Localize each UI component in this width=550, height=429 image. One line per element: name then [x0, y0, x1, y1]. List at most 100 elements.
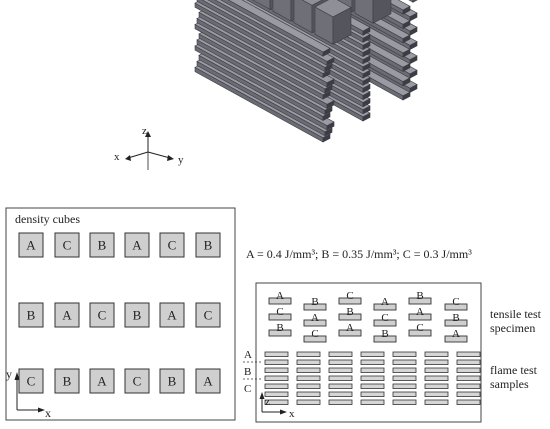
tensile-specimen: A [268, 290, 292, 305]
tensile-specimen: A [408, 306, 432, 321]
tensile-specimen-label: C [381, 312, 388, 324]
flame-sample-bar [328, 399, 353, 405]
flame-sample-bar [392, 399, 417, 405]
density-cube: C [124, 368, 150, 394]
density-cube-box [195, 302, 221, 328]
density-cube-box [159, 368, 185, 394]
tensile-specimen: B [408, 290, 432, 305]
tensile-specimen-bar [338, 313, 362, 321]
flame-sample-bar [264, 375, 289, 381]
flame-sample-bar [392, 383, 417, 389]
tensile-specimen: C [408, 322, 432, 337]
tensile-specimen-bar [268, 329, 292, 337]
density-cube-box [195, 368, 221, 394]
flame-sample-bar [360, 367, 385, 373]
density-cube-3d [408, 0, 418, 3]
density-cube-label: B [168, 374, 177, 389]
flame-test-label: flame test samples [490, 363, 540, 391]
flame-row-label: B [244, 366, 251, 378]
flame-sample-bar [328, 367, 353, 373]
flame-sample-bar [360, 391, 385, 397]
density-cube-box [54, 232, 80, 258]
density-axis-y-arrow [14, 372, 20, 380]
iso-axis-x-label: x [114, 151, 120, 163]
density-cube: C [18, 368, 44, 394]
density-panel-title: density cubes [15, 212, 80, 226]
density-cube: A [195, 368, 221, 394]
flame-sample-bar [264, 359, 289, 365]
density-cube: B [18, 302, 44, 328]
density-cube-box [89, 368, 115, 394]
flame-sample-bar [360, 351, 385, 357]
tensile-specimen: C [444, 296, 468, 311]
density-cube-label: A [167, 308, 177, 323]
tensile-specimen: B [444, 312, 468, 327]
density-cube-label: C [204, 308, 213, 323]
density-cube-label: B [63, 374, 72, 389]
tensile-specimen-bar [373, 319, 397, 327]
density-cube: B [195, 232, 221, 258]
specimen-axis-x-arrow [280, 409, 287, 415]
iso-axis-triad: z x y [114, 125, 184, 170]
flame-sample-bar [424, 375, 449, 381]
tensile-specimen-bar [303, 319, 327, 327]
flame-sample-bar [296, 391, 321, 397]
flame-sample-bar [264, 367, 289, 373]
flame-sample-bar [392, 391, 417, 397]
density-cube-label: B [133, 308, 142, 323]
tensile-specimen-label: C [416, 322, 423, 334]
density-cube-label: A [62, 308, 72, 323]
density-cube-box [54, 302, 80, 328]
iso-axis-y-arrow [167, 155, 174, 161]
flame-sample-bar [424, 359, 449, 365]
tensile-specimen-label: A [346, 322, 354, 334]
tensile-specimen-bar [408, 329, 432, 337]
flame-sample-bar [328, 359, 353, 365]
tensile-test-label: tensile test specimen [490, 307, 544, 335]
density-cube-3d-front-face [272, 0, 292, 22]
density-cube: C [89, 302, 115, 328]
flame-sample-bar [296, 399, 321, 405]
flame-sample-bar [392, 375, 417, 381]
density-cube-label: C [27, 374, 36, 389]
density-cube-label: B [27, 308, 36, 323]
density-cube-box [18, 302, 44, 328]
density-cube-label: C [63, 238, 72, 253]
flame-sample-bar [424, 399, 449, 405]
flame-sample-bar [424, 391, 449, 397]
specimen-axis-x-label: x [289, 408, 295, 420]
tensile-specimen-bar [444, 319, 468, 327]
iso-build-illustration [194, 0, 418, 143]
density-axis-x-arrow [38, 407, 45, 413]
flame-sample-bar [424, 351, 449, 357]
density-cube-label: A [26, 238, 36, 253]
density-cube: B [159, 368, 185, 394]
tensile-specimen-bar [303, 303, 327, 311]
tensile-specimen-label: A [311, 312, 319, 324]
density-cube-box [89, 302, 115, 328]
density-cube-3d-top-face [301, 0, 323, 6]
flame-sample-bar [456, 375, 481, 381]
tensile-specimen-bar [268, 297, 292, 305]
tensile-specimen-bar [373, 335, 397, 343]
flame-sample-bar [264, 351, 289, 357]
tensile-specimen-bar [373, 303, 397, 311]
tensile-specimen-label: C [311, 328, 318, 340]
density-cube-3d-front-face [354, 0, 374, 24]
density-cube: A [54, 302, 80, 328]
density-cube-3d-top-face [314, 0, 352, 18]
build-plate-top-face [227, 0, 331, 53]
flame-sample-bar [360, 383, 385, 389]
tensile-specimen-label: C [452, 296, 459, 308]
tensile-specimen: B [373, 328, 397, 343]
tensile-specimen: A [373, 296, 397, 311]
density-cube-label: A [203, 374, 213, 389]
flame-sample-bar [264, 399, 289, 405]
density-cube-label: B [204, 238, 213, 253]
tensile-specimen-label: C [346, 290, 353, 302]
tensile-specimen-label: B [452, 312, 459, 324]
density-cube-box [159, 302, 185, 328]
tensile-specimen-label: B [276, 322, 283, 334]
